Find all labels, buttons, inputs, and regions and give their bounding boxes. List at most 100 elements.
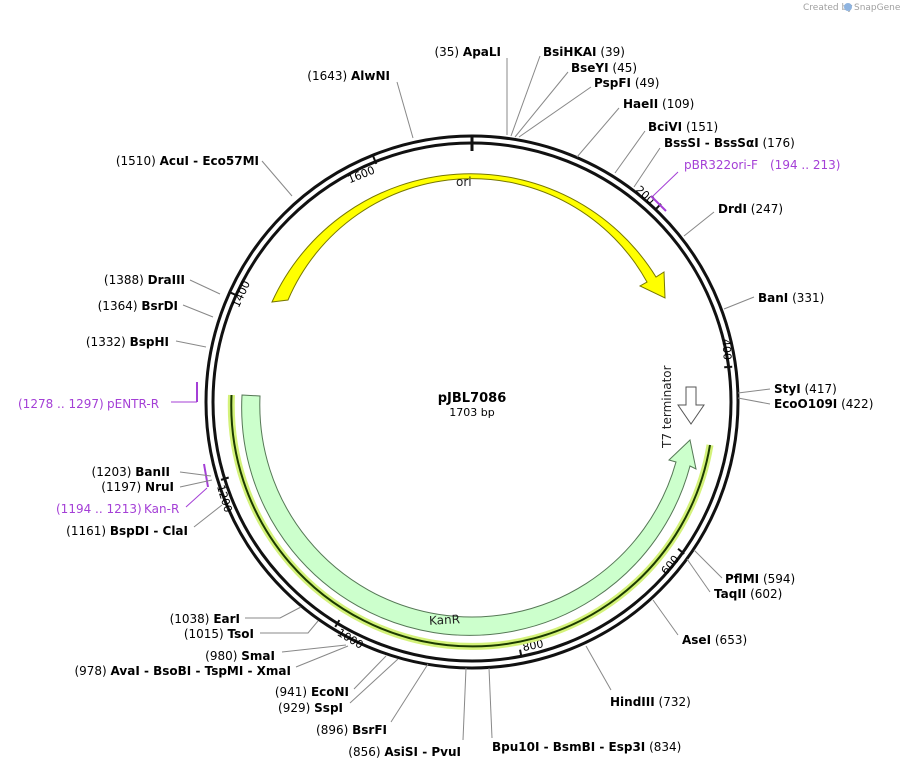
site-position: (151) [686, 120, 718, 134]
primer-pbr322ori-f[interactable]: pBR322ori-F (194 .. 213) [650, 158, 840, 212]
site-bsssi-bsssai[interactable]: BssSI - BssSαI (176) [633, 136, 795, 188]
site-position: (49) [635, 76, 660, 90]
site-name: ApaLI [463, 45, 501, 59]
site-avai-bsobi-tspmi-xmai[interactable]: (978) AvaI - BsoBI - TspMI - XmaI [74, 645, 349, 678]
site-haeii[interactable]: HaeII (109) [576, 97, 694, 158]
site-position: (1643) [307, 69, 347, 83]
site-name: StyI [774, 382, 801, 396]
site-asisi-pvui[interactable]: (856) AsiSI - PvuI [348, 667, 467, 759]
site-leader [245, 606, 302, 619]
site-eari[interactable]: (1038) EarI [170, 606, 302, 626]
svg-text:(35) ApaLI: (35) ApaLI [434, 45, 501, 59]
site-leader [510, 55, 541, 137]
site-smai[interactable]: (980) SmaI [205, 644, 347, 663]
svg-text:(1364) BsrDI: (1364) BsrDI [98, 299, 178, 313]
site-position: (594) [763, 572, 795, 586]
svg-text:PflMI (594): PflMI (594) [725, 572, 795, 586]
site-name: SmaI [241, 649, 275, 663]
site-pspfi[interactable]: PspFI (49) [518, 76, 659, 138]
site-name: AsiSI - PvuI [384, 745, 461, 759]
svg-text:PspFI (49): PspFI (49) [594, 76, 659, 90]
site-position: (1197) [101, 480, 141, 494]
svg-text:(941) EcoNI: (941) EcoNI [275, 685, 349, 699]
site-name: NruI [145, 480, 174, 494]
site-position: (39) [600, 45, 625, 59]
site-bpu10i-bsmbi-esp3i[interactable]: Bpu10I - BsmBI - Esp3I (834) [488, 667, 681, 754]
site-apali[interactable]: (35) ApaLI [434, 45, 508, 135]
plasmid-size: 1703 bp [449, 406, 494, 419]
primer-range: (194 .. 213) [770, 158, 840, 172]
site-leader [189, 279, 221, 295]
site-leader [179, 471, 212, 477]
site-name: BanI [758, 291, 788, 305]
svg-text:BsiHKAI (39): BsiHKAI (39) [543, 45, 625, 59]
feature-kanr[interactable]: KanR [227, 394, 714, 650]
site-leader [652, 599, 679, 636]
site-position: (1015) [184, 627, 224, 641]
svg-text:(1510) AcuI - Eco57MI: (1510) AcuI - Eco57MI [116, 154, 259, 168]
site-asei[interactable]: AseI (653) [652, 599, 747, 647]
primer-mark [650, 195, 667, 212]
site-bani[interactable]: BanI (331) [723, 291, 824, 310]
svg-text:(856) AsiSI - PvuI: (856) AsiSI - PvuI [348, 745, 461, 759]
site-bsrdi[interactable]: (1364) BsrDI [98, 299, 214, 318]
site-alwni[interactable]: (1643) AlwNI [307, 69, 414, 139]
site-leader [396, 81, 414, 139]
backbone [204, 134, 740, 670]
site-leader [585, 645, 612, 691]
site-position: (856) [348, 745, 380, 759]
site-leader [633, 147, 661, 188]
site-hindiii[interactable]: HindIII (732) [585, 645, 691, 709]
site-sspi[interactable]: (929) SspI [278, 658, 399, 715]
svg-text:(980) SmaI: (980) SmaI [205, 649, 275, 663]
site-position: (1038) [170, 612, 210, 626]
site-leader [261, 160, 293, 197]
site-acui-eco57mi[interactable]: (1510) AcuI - Eco57MI [116, 154, 293, 197]
site-bsphi[interactable]: (1332) BspHI [86, 335, 207, 349]
site-name: TaqII [714, 587, 746, 601]
site-bseyi[interactable]: BseYI (45) [514, 61, 637, 138]
site-leader [175, 340, 207, 348]
site-banii[interactable]: (1203) BanII [92, 465, 212, 479]
site-leader [514, 71, 569, 138]
site-leader [353, 655, 387, 690]
site-bsihkai[interactable]: BsiHKAI (39) [510, 45, 625, 137]
site-nrui[interactable]: (1197) NruI [101, 479, 213, 494]
credit-prefix: Created by [803, 3, 853, 13]
site-econi[interactable]: (941) EcoNI [275, 655, 387, 699]
site-position: (1203) [92, 465, 132, 479]
site-position: (1364) [98, 299, 138, 313]
site-position: (422) [841, 397, 873, 411]
site-draiii[interactable]: (1388) DraIII [104, 273, 221, 295]
site-drdi[interactable]: DrdI (247) [683, 202, 783, 237]
site-bspdi-clai[interactable]: (1161) BspDI - ClaI [66, 504, 223, 538]
primer-pentr-r[interactable]: (1278 .. 1297) pENTR-R [18, 382, 198, 411]
site-name: HaeII [623, 97, 658, 111]
t7-terminator-arrow [677, 386, 705, 425]
t7-terminator-label: T7 terminator [660, 365, 674, 449]
primer-range: (1278 .. 1297) [18, 397, 104, 411]
site-name: Bpu10I - BsmBI - Esp3I [492, 740, 645, 754]
site-leader [390, 663, 429, 723]
site-pflmi[interactable]: PflMI (594) [693, 549, 795, 586]
site-taqii[interactable]: TaqII (602) [686, 558, 782, 601]
primer-kan-r[interactable]: (1194 .. 1213) Kan-R [56, 463, 209, 516]
feature-ori[interactable]: ori [271, 173, 666, 303]
snapgene-logo-icon [844, 3, 852, 11]
site-tsoi[interactable]: (1015) TsoI [184, 620, 319, 641]
site-position: (1161) [66, 524, 106, 538]
site-ecoo109i[interactable]: EcoO109I (422) [737, 397, 873, 411]
feature-t7-terminator[interactable]: T7 terminator [660, 365, 705, 449]
site-bsrfi[interactable]: (896) BsrFI [316, 663, 429, 737]
svg-text:BseYI (45): BseYI (45) [571, 61, 637, 75]
kanr-label: KanR [429, 612, 461, 628]
site-bcivi[interactable]: BciVI (151) [614, 120, 718, 174]
svg-text:TaqII (602): TaqII (602) [714, 587, 782, 601]
site-position: (1332) [86, 335, 126, 349]
site-name: PflMI [725, 572, 759, 586]
snapgene-credit: Created by SnapGene [803, 3, 900, 13]
site-name: BspDI - ClaI [110, 524, 188, 538]
svg-text:BssSI - BssSαI (176): BssSI - BssSαI (176) [664, 136, 795, 150]
site-styi[interactable]: StyI (417) [737, 382, 837, 396]
site-position: (653) [715, 633, 747, 647]
